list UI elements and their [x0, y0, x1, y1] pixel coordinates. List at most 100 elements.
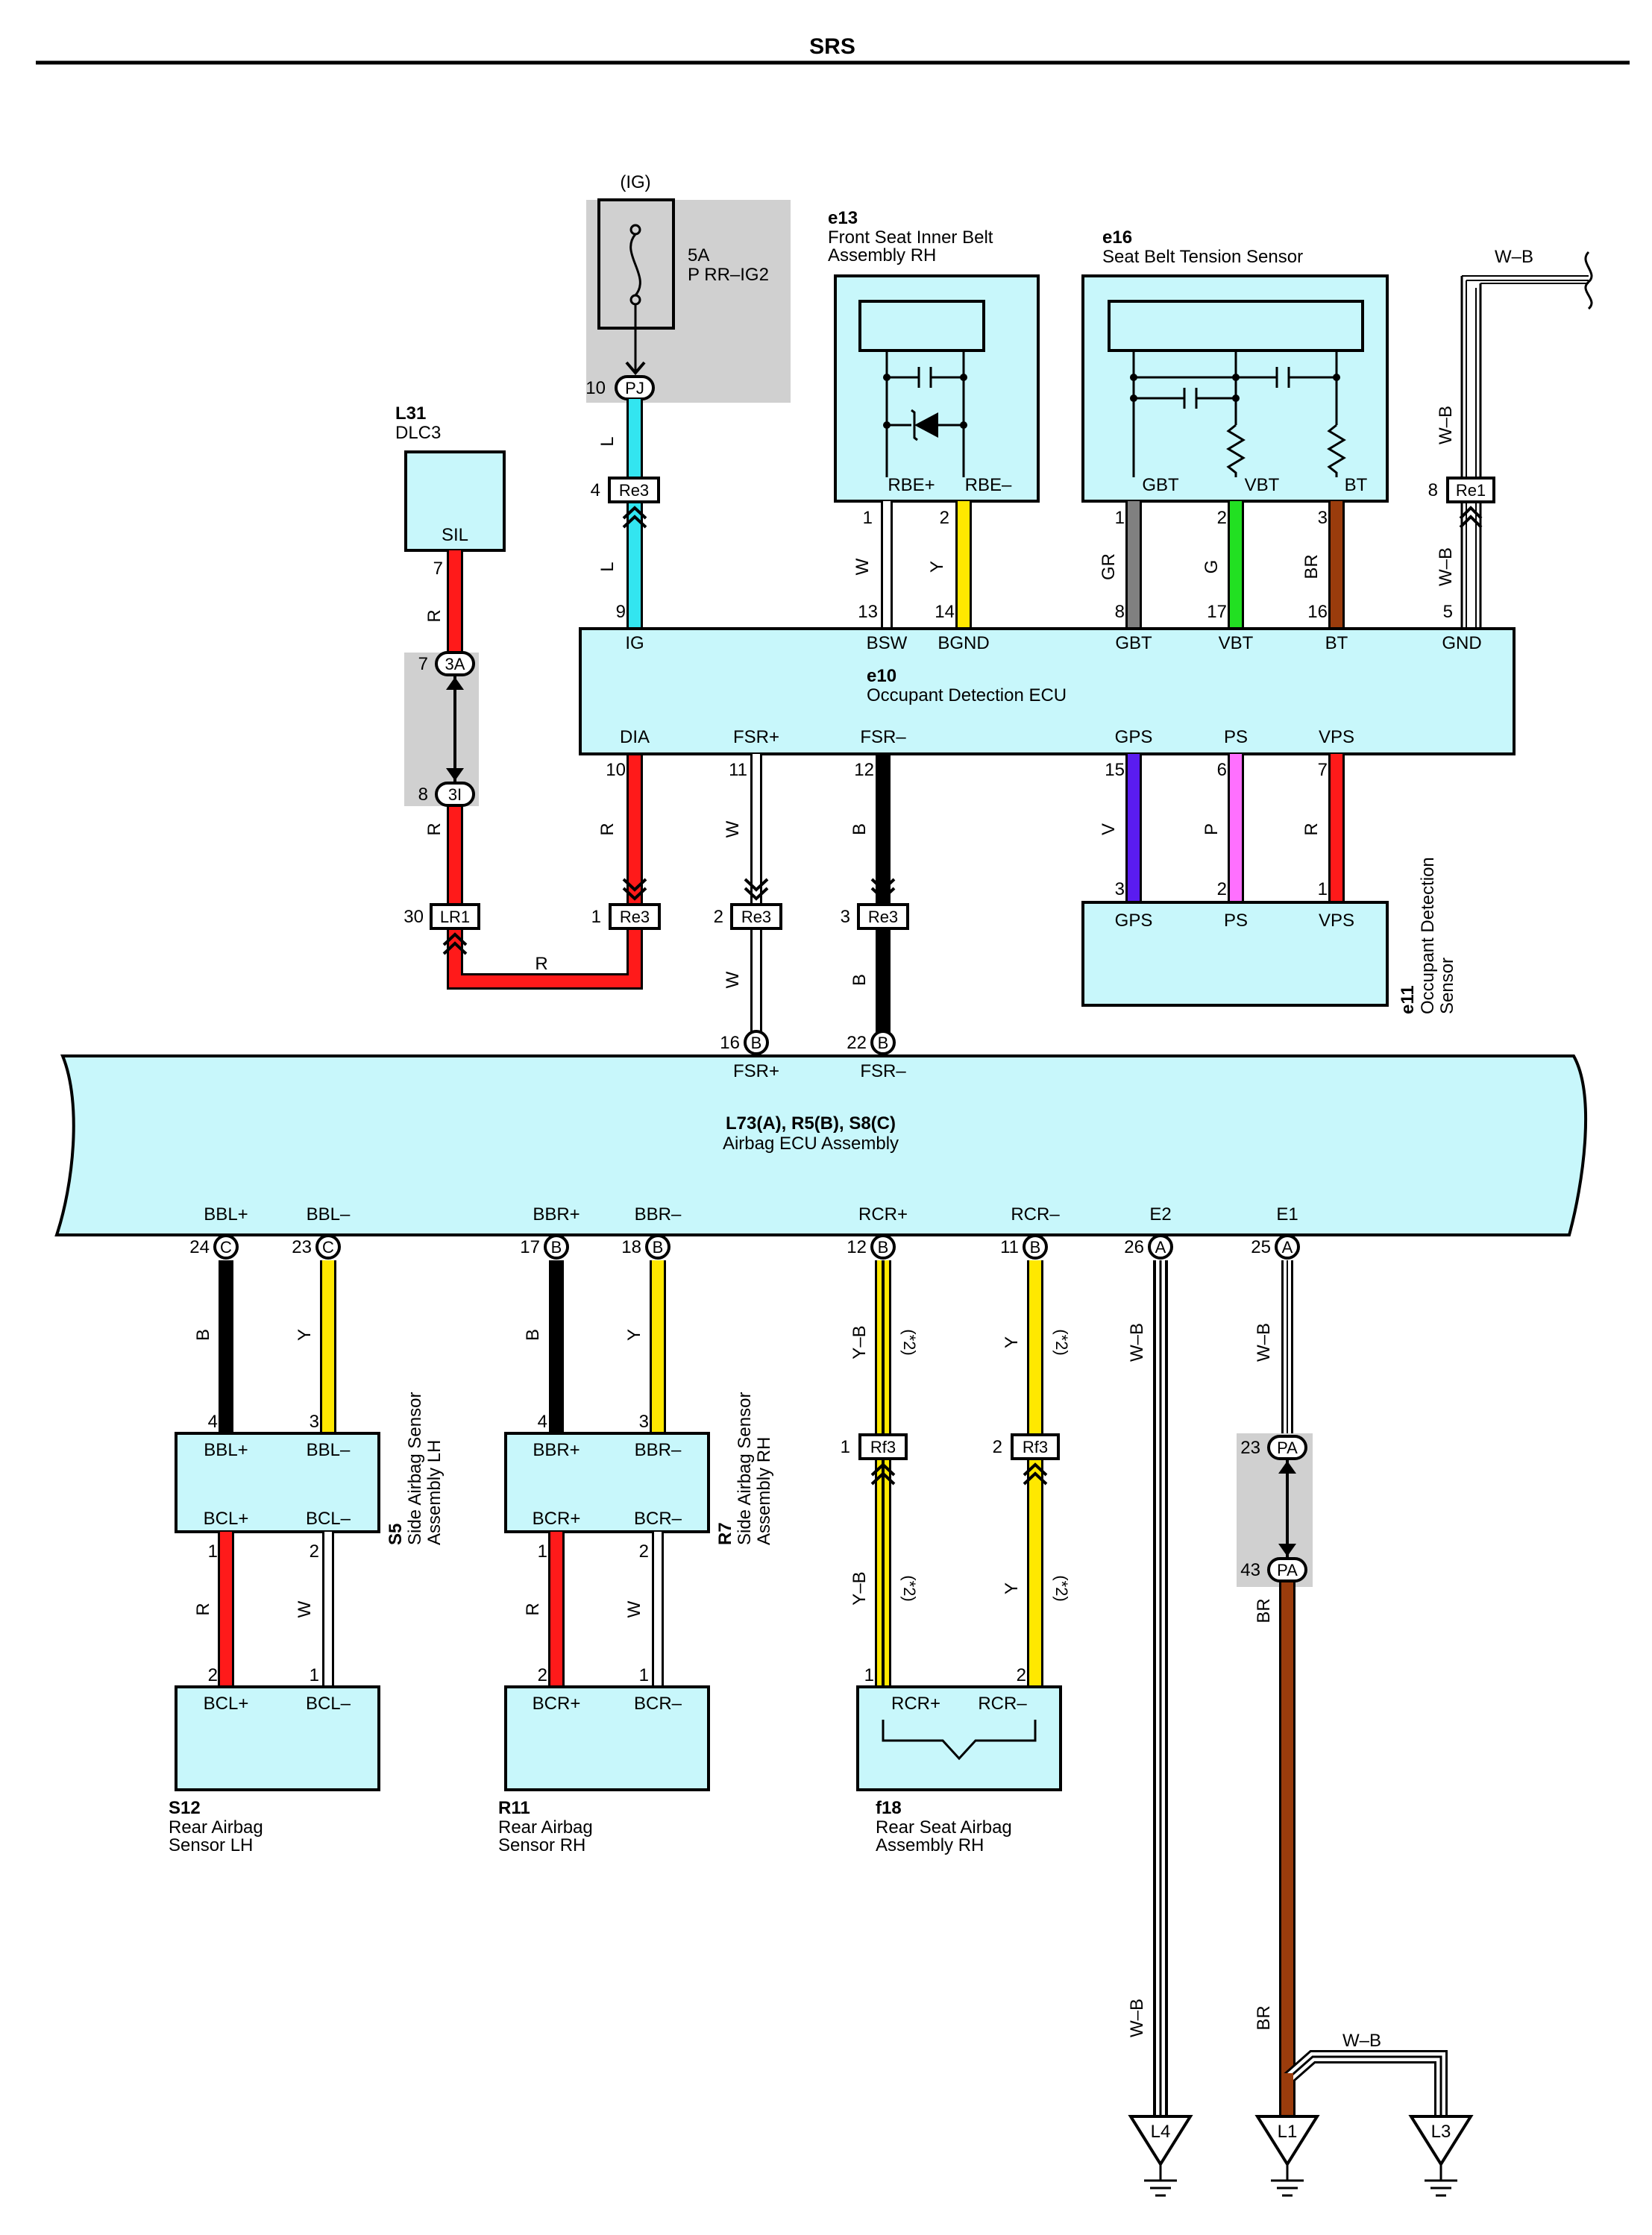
e10-bottom-label: GPS [1115, 727, 1153, 747]
ecu-top-connector-letter: B [878, 1034, 889, 1052]
e16-node-3 [1232, 374, 1240, 381]
wire-gnd-inner [1466, 280, 1477, 629]
l31-id: L31 [395, 403, 426, 424]
r11-pin-2: BCR– [634, 1694, 682, 1714]
e11-name2: Sensor [1437, 958, 1457, 1014]
l31-pin-no: 7 [433, 559, 443, 579]
ground-symbol-icon [1128, 2115, 1193, 2167]
e16-name: Seat Belt Tension Sensor [1102, 247, 1303, 267]
wire-code-dia-1: R [424, 609, 445, 622]
re3-ig-connector [608, 477, 660, 503]
e10-box [579, 627, 1516, 755]
e10-top-num: 14 [935, 602, 955, 622]
pa-a-connector [1267, 1435, 1307, 1460]
wire-note-rcrp-1: (*2) [900, 1329, 919, 1355]
e10-occupant-detection-ecu: e10 Occupant Detection ECU IG9BSW13BGND1… [579, 602, 1516, 780]
wire-fsr-minus: B B Re3 3 [841, 754, 909, 1037]
e10-top-label: GBT [1115, 633, 1152, 653]
e10-top-label: GND [1442, 633, 1481, 653]
r7-name1: Side Airbag Sensor [735, 1392, 755, 1545]
e10-top-num: 9 [616, 602, 626, 622]
wire-bt: BR [1301, 501, 1345, 629]
ecu-bottom-label: RCR+ [858, 1204, 908, 1225]
ecu-bottom-connector-letter: A [1155, 1238, 1166, 1257]
s12-num-2: 1 [310, 1665, 319, 1685]
e16-id: e16 [1102, 227, 1132, 248]
wire-bcr: R W [523, 1532, 664, 1687]
e10-bottom-num: 15 [1105, 760, 1125, 780]
wire-gnd: W–B W–B W–B Re1 8 [1428, 247, 1593, 629]
e10-top-num: 8 [1115, 602, 1125, 622]
ecu-bottom-connector-letter: B [1030, 1238, 1041, 1257]
wire-code-gbt: GR [1099, 553, 1119, 580]
wire-code-bbrp: B [523, 1329, 543, 1341]
s12-pin-1: BCL+ [204, 1694, 249, 1714]
e13-front-seat-inner-belt: e13 Front Seat Inner Belt Assembly RH RB… [828, 208, 1040, 528]
pa-arrow-down-icon [1278, 1544, 1296, 1556]
ecu-top-connector-letter: B [751, 1034, 762, 1052]
wire-code-bclp: R [193, 1603, 213, 1615]
re1-label: Re1 [1456, 481, 1486, 500]
wire-code-dia-4: R [535, 954, 547, 974]
wire-ps: P [1202, 754, 1244, 902]
pa-b-label: PA [1277, 1561, 1298, 1579]
e16-no-c: 3 [1318, 508, 1328, 528]
wire-gnd-horiz [1462, 275, 1589, 284]
s5-id: S5 [386, 1524, 406, 1545]
s5-name2: Assembly LH [424, 1440, 445, 1545]
e10-top-label: IG [625, 633, 644, 653]
r11-pin-1: BCR+ [533, 1694, 581, 1714]
re1-connector [1446, 477, 1495, 503]
ecu-top-label: FSR+ [733, 1061, 779, 1081]
ecu-bottom-num: 25 [1251, 1237, 1271, 1257]
r11-num-2: 1 [639, 1665, 649, 1685]
f18-rear-seat-airbag: RCR+ RCR– 1 2 f18 Rear Seat Airbag Assem… [856, 1665, 1062, 1855]
e16-node-2 [1130, 394, 1137, 402]
f18-num-2: 2 [1017, 1665, 1026, 1685]
ecu-name: Airbag ECU Assembly [723, 1134, 899, 1154]
wire-gnd-hidden [1462, 276, 1482, 629]
fuse-name: P RR–IG2 [688, 265, 769, 285]
wire-code-fsrm-1: B [849, 823, 870, 835]
wire-dia: 3A 7 3I 8 R R R R LR1 30 Re3 1 [403, 550, 661, 990]
f18-name1: Rear Seat Airbag [876, 1817, 1012, 1838]
wire-code-bbrm: Y [624, 1329, 644, 1341]
wire-rcr: Y–B (*2) Y (*2) Y–B (*2) Y (*2) Rf3 1 Rf… [841, 1260, 1071, 1687]
ecu-bottom-num: 24 [189, 1237, 210, 1257]
ecu-bottom-label: RCR– [1011, 1204, 1060, 1225]
pa-a-label: PA [1277, 1439, 1298, 1457]
e16-node-1 [1130, 374, 1137, 381]
r7-num-3: 1 [538, 1541, 547, 1562]
ecu-bottom-connector [213, 1234, 239, 1260]
e16-leads [1132, 351, 1338, 477]
wire-gps: V [1099, 754, 1142, 902]
s5-num-3: 1 [208, 1541, 218, 1562]
wire-note-rcrm-1: (*2) [1052, 1329, 1071, 1355]
ecu-bottom-label: E2 [1149, 1204, 1171, 1225]
wire-gbt: GR [1099, 501, 1142, 629]
r7-id: R7 [715, 1522, 735, 1545]
s5-name1: Side Airbag Sensor [405, 1392, 425, 1545]
wire-code-gps: V [1099, 823, 1119, 835]
e11-id: e11 [1398, 985, 1418, 1014]
e10-name: Occupant Detection ECU [867, 685, 1067, 705]
e10-top-label: BSW [867, 633, 908, 653]
wire-code-bblm: Y [295, 1329, 315, 1341]
wire-code-dia-2: R [424, 823, 445, 835]
e11-pin-label: PS [1224, 911, 1248, 931]
r11-rear-airbag-sensor-rh: BCR+ BCR– 2 1 R11 Rear Airbag Sensor RH [498, 1665, 710, 1855]
e13-node-4 [960, 421, 967, 429]
pa-b-connector [1267, 1557, 1307, 1582]
wire-code-l3: W–B [1342, 2031, 1381, 2051]
e16-seat-belt-tension-sensor: e16 Seat Belt Tension Sensor GBT VBT BT … [1081, 227, 1389, 528]
wire-code-bt: BR [1301, 554, 1322, 579]
wire-e1: W–B PA 23 PA 43 BR BR W–B [1237, 1260, 1448, 2116]
c3a-pin: 7 [418, 654, 428, 674]
pa-arrow-up-icon [1278, 1461, 1296, 1474]
wire-code-ig-top: L [597, 436, 618, 446]
ecu-bottom-num: 12 [847, 1237, 867, 1257]
r7-num-2: 3 [639, 1412, 649, 1432]
fuse-element [629, 233, 641, 296]
